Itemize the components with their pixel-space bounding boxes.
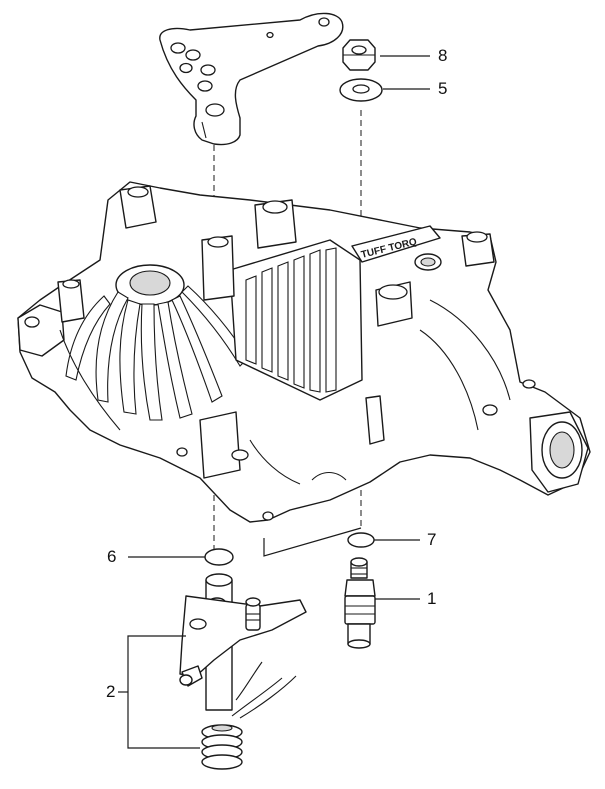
washer-part [339, 78, 383, 102]
callout-1: 1 [427, 589, 437, 608]
callout-7: 7 [427, 530, 437, 549]
callout-6: 6 [107, 547, 117, 566]
shaft-part [344, 557, 376, 649]
callout-5: 5 [438, 79, 448, 98]
callout-2: 2 [106, 682, 116, 701]
lever-assembly-part [179, 573, 307, 770]
transmission-housing: TUFF TORQ [17, 181, 591, 523]
callout-8: 8 [438, 46, 448, 65]
nut-part [342, 39, 376, 71]
housing-bracket-line [263, 527, 362, 557]
o-ring-left [204, 548, 234, 566]
o-ring-right [347, 532, 375, 548]
arm-bracket [159, 12, 344, 146]
